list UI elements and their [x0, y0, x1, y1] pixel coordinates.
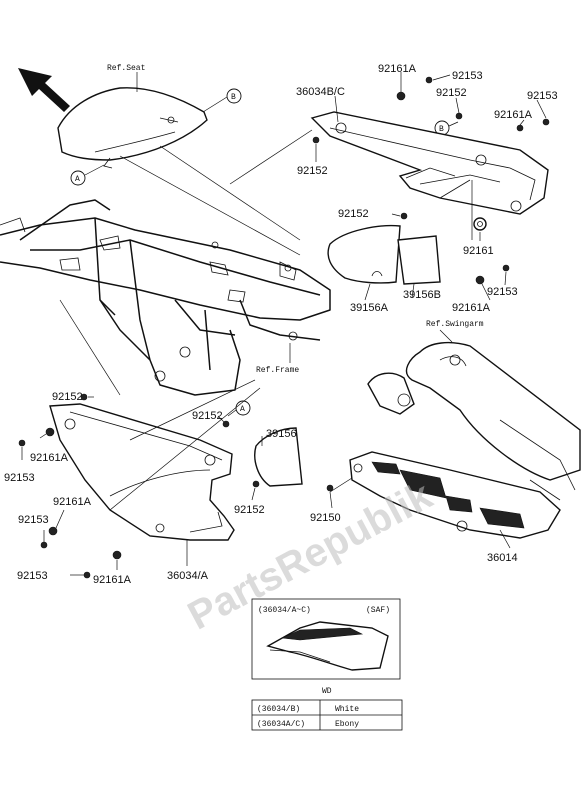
color-table-color: Ebony — [335, 720, 359, 729]
part-label: 92153 — [4, 472, 35, 484]
part-label: 92161A — [494, 109, 533, 121]
part-label: 92153 — [487, 286, 518, 298]
part-label: 39156 — [266, 428, 297, 440]
part-label: 92161A — [30, 452, 69, 464]
sticker-39156 — [254, 427, 303, 487]
part-label: 92161A — [93, 574, 132, 586]
hardware-parts — [18, 76, 550, 579]
part-label: 36034/A — [167, 570, 209, 582]
side-cover-left — [49, 403, 235, 541]
front-direction-arrow-icon — [18, 68, 70, 112]
part-label: 92161A — [378, 63, 417, 75]
callout-a-seat: A — [70, 164, 105, 186]
seat-reference — [57, 87, 208, 169]
part-label: 92161 — [463, 245, 494, 257]
callout-a-frame: A — [227, 400, 251, 417]
part-label: 92152 — [234, 504, 265, 516]
part-label: 36034B/C — [296, 86, 345, 98]
part-label: 92152 — [52, 391, 83, 403]
sticker-39156B — [397, 235, 441, 285]
part-label: 92152 — [338, 208, 369, 220]
part-label: 92161A — [452, 302, 491, 314]
part-label: 39156A — [350, 302, 389, 314]
ref-seat-label: Ref.Seat — [107, 64, 145, 73]
inset-applies-to: (36034/A~C) — [258, 606, 311, 615]
part-label: 92153 — [18, 514, 49, 526]
inset-caption: WD — [322, 687, 332, 696]
leader-lines — [21, 72, 547, 576]
part-number-labels: 92161A 92153 36034B/C 92152 92153 92161A… — [4, 63, 558, 586]
part-label: 92153 — [527, 90, 558, 102]
ref-frame-label: Ref.Frame — [256, 366, 299, 375]
color-variant-inset: (36034/A~C) (SAF) WD (36034/B) White (36… — [251, 598, 403, 731]
part-label: 92161A — [53, 496, 92, 508]
color-table-code: (36034A/C) — [257, 720, 305, 729]
frame-reference — [0, 199, 331, 396]
part-label: 92152 — [297, 165, 328, 177]
svg-text:B: B — [231, 93, 236, 102]
chain-guard-36014 — [349, 451, 561, 539]
svg-text:A: A — [240, 405, 245, 414]
part-label: 36014 — [487, 552, 518, 564]
part-label: 92150 — [310, 512, 341, 524]
part-label: 92152 — [436, 87, 467, 99]
part-label: 92153 — [452, 70, 483, 82]
swingarm-reference — [367, 341, 581, 501]
part-label: 92153 — [17, 570, 48, 582]
part-label: 39156B — [403, 289, 441, 301]
svg-text:B: B — [439, 125, 444, 134]
ref-swingarm-label: Ref.Swingarm — [426, 320, 484, 329]
color-table-color: White — [335, 705, 359, 714]
sticker-39156A — [327, 224, 401, 284]
svg-text:A: A — [75, 175, 80, 184]
inset-tag: (SAF) — [366, 606, 390, 615]
callout-b-top: B — [202, 88, 242, 113]
color-table-code: (36034/B) — [257, 705, 300, 714]
grommet-92161-right — [473, 217, 487, 231]
part-label: 92152 — [192, 410, 223, 422]
side-cover-right-upper — [310, 111, 549, 215]
